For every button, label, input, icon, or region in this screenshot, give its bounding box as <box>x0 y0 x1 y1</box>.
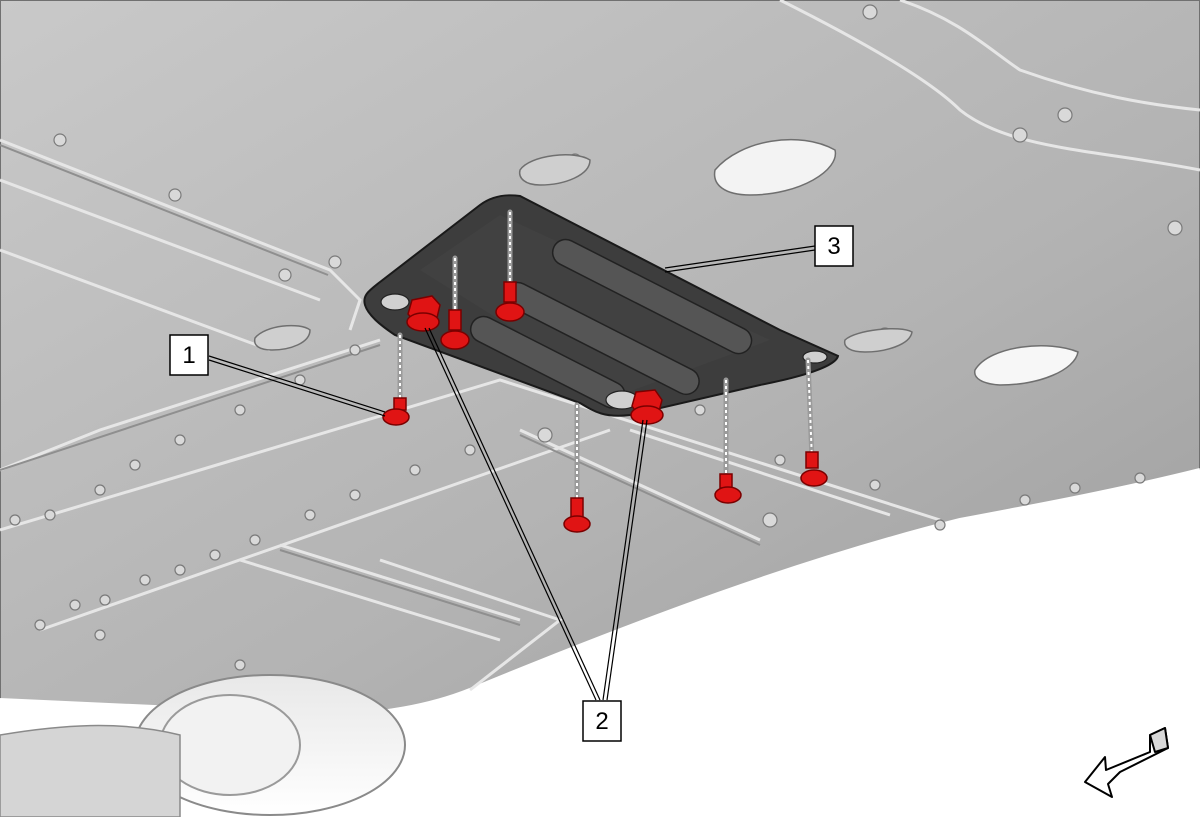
bolt-icon <box>406 295 441 332</box>
bolt-group <box>382 209 828 533</box>
shield-ribs <box>469 238 753 409</box>
underbody-shadow-seams <box>0 144 761 626</box>
underbody-edge <box>0 468 1200 718</box>
bolt-icon <box>563 497 591 533</box>
leader-lines <box>208 245 816 701</box>
callout-label: 2 <box>595 708 608 735</box>
front-tire <box>0 674 406 817</box>
front-direction-arrow-icon <box>1084 727 1169 798</box>
callout-label: 3 <box>827 233 840 260</box>
bolt-icon <box>440 309 470 350</box>
body-openings <box>253 138 1079 386</box>
bolt-icon <box>714 473 742 504</box>
bolt-icon <box>495 281 525 322</box>
underbody-seams <box>0 0 1200 692</box>
callout-2: 2 <box>582 700 622 742</box>
callout-1: 1 <box>169 334 209 376</box>
bolt-icon <box>382 397 410 426</box>
callout-label: 1 <box>182 342 195 369</box>
bolt-icon <box>630 389 664 425</box>
callout-3: 3 <box>814 225 854 267</box>
bolt-icon <box>800 451 828 487</box>
